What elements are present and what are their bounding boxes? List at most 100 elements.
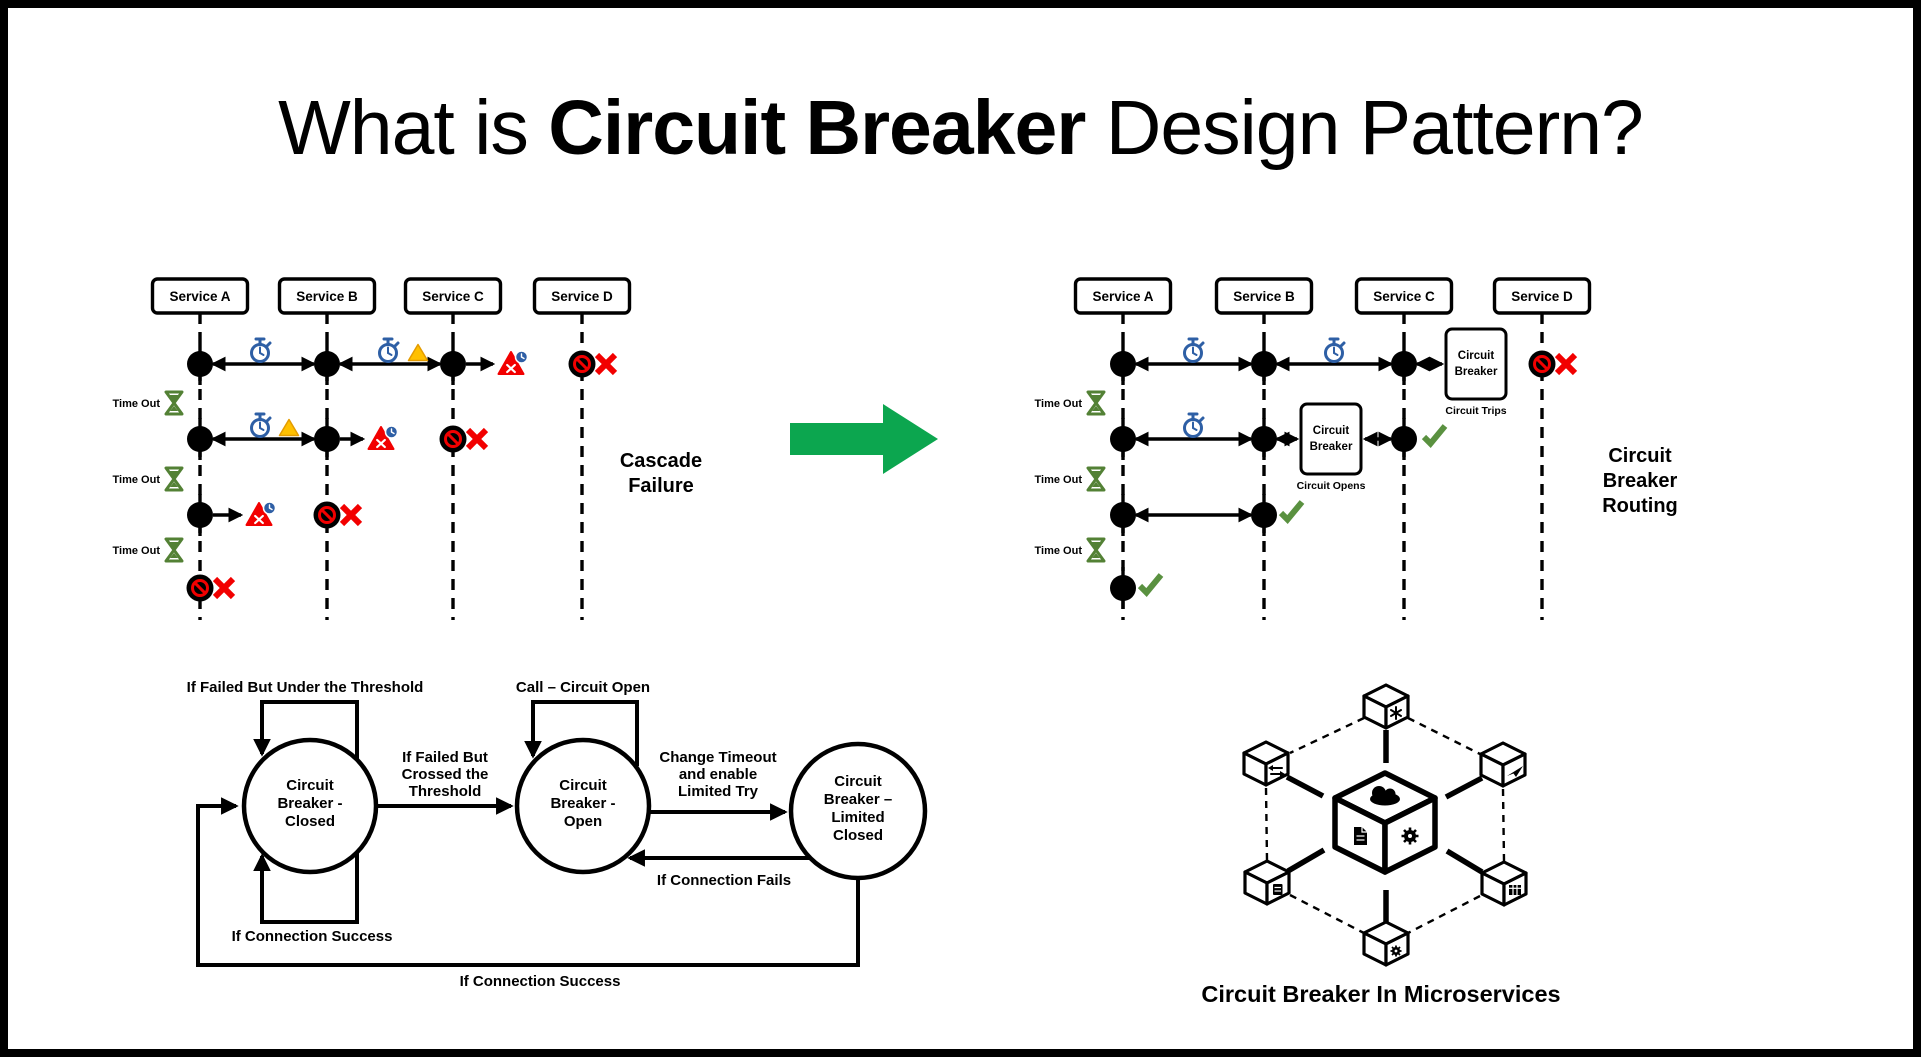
open-self-loop: [524, 700, 639, 766]
mesh-link: [1407, 894, 1481, 935]
hourglass-icon: [164, 390, 184, 416]
open-self-loop-label: Call – Circuit Open: [516, 679, 650, 696]
timeout-label: Time Out: [113, 398, 161, 410]
service-label: Service B: [296, 289, 358, 304]
title-suffix: Design Pattern?: [1085, 85, 1644, 171]
state-limited-closed: [788, 741, 928, 881]
limited-to-closed-label: If Connection Success: [460, 973, 621, 990]
microservices-diagram: Circuit Breaker In Microservices: [1201, 683, 1561, 1007]
message-node: [1389, 341, 1419, 387]
success-check-icon: [1424, 426, 1445, 444]
stopwatch-icon: [1183, 337, 1205, 363]
service-label: Service D: [551, 289, 613, 304]
service-cube: [1480, 860, 1528, 907]
service-cube: [1362, 683, 1410, 730]
stopwatch-icon: [378, 337, 400, 363]
circuit-trips-label: Circuit Trips: [1445, 405, 1506, 417]
error-x-icon: [342, 506, 360, 524]
mesh-link: [1264, 787, 1269, 861]
service-cube: [1362, 920, 1410, 967]
routing-caption: Routing: [1602, 495, 1678, 517]
message-node: [1108, 492, 1138, 538]
closed-to-open-label: Threshold: [409, 783, 482, 800]
state-limited-label: Closed: [833, 827, 883, 844]
service-label: Service C: [1373, 289, 1435, 304]
closed-self-loop-label: If Failed But Under the Threshold: [187, 679, 424, 696]
state-open: [514, 737, 652, 875]
service-box: [403, 277, 503, 315]
state-closed-label: Closed: [285, 813, 335, 830]
service-cube: [1479, 741, 1527, 788]
stopwatch-icon: [250, 337, 272, 363]
message-node: [1249, 341, 1279, 387]
error-x-icon: [597, 355, 615, 373]
stopwatch-icon: [250, 412, 272, 438]
message-node: [1389, 416, 1419, 462]
cloud-icon: [1370, 786, 1400, 806]
service-label: Service A: [1092, 289, 1153, 304]
service-label: Service C: [422, 289, 484, 304]
message-node: [185, 341, 215, 387]
spoke-link: [1445, 848, 1484, 875]
circuit-breaker-box-label: Circuit: [1458, 350, 1495, 362]
timeout-label: Time Out: [1035, 474, 1083, 486]
routing-caption: Breaker: [1603, 470, 1678, 492]
message-node: [185, 492, 215, 538]
hourglass-icon: [1086, 390, 1106, 416]
state-closed: [241, 737, 379, 875]
blocked-call-icon: [1527, 349, 1557, 379]
circuit-breaker-box-label: Breaker: [1455, 366, 1498, 378]
title-bold: Circuit Breaker: [548, 85, 1086, 171]
routing-caption: Circuit: [1608, 445, 1672, 467]
error-x-icon: [468, 430, 486, 448]
circuit-breaker-box: [1299, 402, 1363, 476]
state-open-label: Circuit: [559, 777, 607, 794]
closed-to-open-label: Crossed the: [402, 766, 489, 783]
service-label: Service D: [1511, 289, 1573, 304]
timeout-failure-icon: [245, 500, 277, 527]
state-limited-label: Circuit: [834, 773, 882, 790]
microservices-caption: Circuit Breaker In Microservices: [1201, 981, 1560, 1007]
service-box: [1354, 277, 1454, 315]
timeout-failure-icon: [497, 349, 529, 376]
cascade-caption: Failure: [628, 475, 694, 497]
central-breaker-cube: [1335, 773, 1435, 872]
mesh-link: [1289, 893, 1365, 935]
document-icon: [1354, 827, 1367, 845]
service-cube: [1242, 740, 1290, 787]
closed-success-loop: [253, 850, 359, 924]
state-open-label: Breaker -: [550, 795, 615, 812]
closed-success-label: If Connection Success: [232, 928, 393, 945]
message-node: [185, 416, 215, 462]
spoke-link: [1286, 847, 1326, 874]
circuit-breaker-box: [1444, 327, 1508, 401]
success-check-icon: [1281, 502, 1302, 520]
open-to-limited-label: and enable: [679, 766, 757, 783]
state-closed-label: Circuit: [286, 777, 334, 794]
service-label: Service B: [1233, 289, 1295, 304]
open-to-limited-label: Limited Try: [678, 783, 759, 800]
storage-icon: [1273, 884, 1283, 895]
stopwatch-icon: [1183, 412, 1205, 438]
title-prefix: What is: [278, 85, 549, 171]
message-node: [1108, 341, 1138, 387]
circuit-breaker-box-label: Breaker: [1310, 441, 1353, 453]
message-node: [1249, 492, 1279, 538]
error-x-icon: [215, 579, 233, 597]
circuit-breaker-routing-diagram: Service A Service B Service C Service D …: [1035, 277, 1678, 620]
stopwatch-icon: [1324, 337, 1346, 363]
service-box: [532, 277, 632, 315]
closed-self-loop: [253, 700, 359, 761]
timeout-label: Time Out: [1035, 545, 1083, 557]
error-x-icon: [1557, 355, 1575, 373]
service-cube: [1243, 859, 1291, 906]
hourglass-icon: [164, 537, 184, 563]
spoke-link: [1444, 775, 1484, 800]
hourglass-icon: [1086, 466, 1106, 492]
mesh-link: [1407, 716, 1481, 756]
message-node: [1108, 565, 1138, 611]
circuit-breaker-state-diagram: If Failed But Under the Threshold Call –…: [187, 679, 928, 990]
timeout-label: Time Out: [113, 474, 161, 486]
grid-icon: [1509, 885, 1521, 895]
blocked-call-icon: [567, 349, 597, 379]
